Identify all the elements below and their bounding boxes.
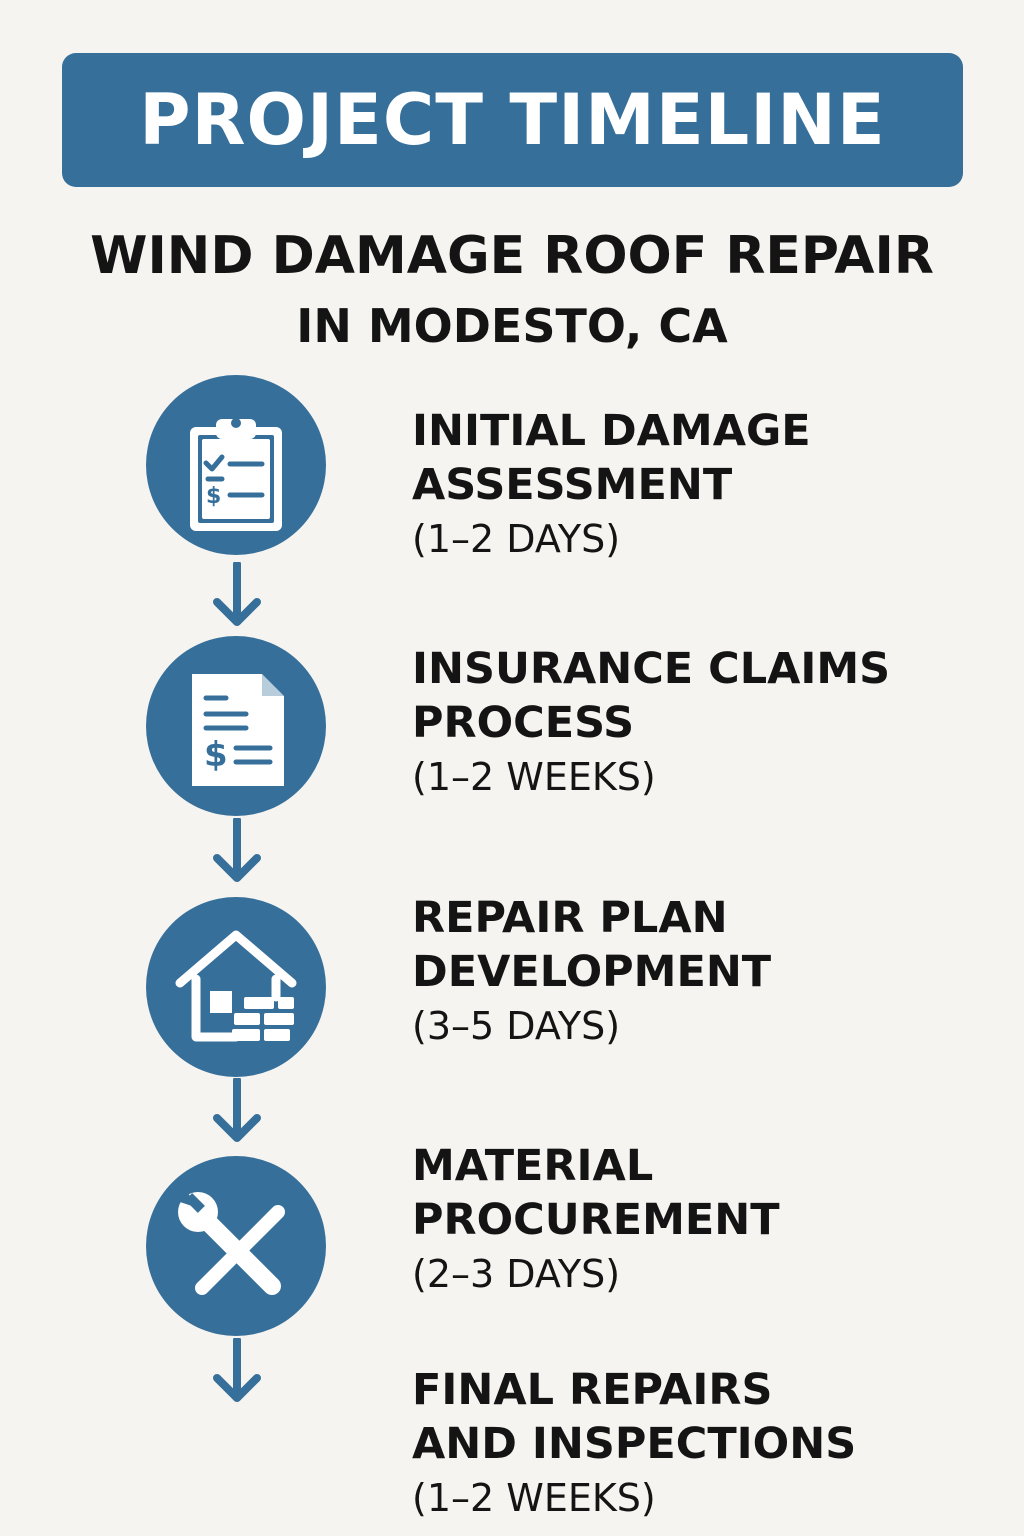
step-3-icon-circle: [146, 897, 326, 1077]
svg-text:$: $: [204, 735, 228, 775]
step-1-title-line-1: INITIAL DAMAGE: [412, 406, 811, 456]
step-4-icon-circle: [146, 1156, 326, 1336]
step-1-title-line-2: ASSESSMENT: [412, 460, 733, 510]
step-5-title-line-1: FINAL REPAIRS: [412, 1365, 773, 1415]
step-3-title-line-1: REPAIR PLAN: [412, 893, 728, 943]
subtitle-line-2: IN MODESTO, CA: [296, 299, 728, 353]
step-4: MATERIAL PROCUREMENT (2–3 DAYS): [412, 1139, 1012, 1301]
step-5-title-line-2: AND INSPECTIONS: [412, 1419, 857, 1469]
subtitle-line-1: WIND DAMAGE ROOF REPAIR: [90, 226, 934, 286]
step-2: INSURANCE CLAIMS PROCESS (1–2 WEEKS): [412, 642, 1012, 804]
page-title: PROJECT TIMELINE: [139, 79, 886, 161]
step-2-duration: (1–2 WEEKS): [412, 755, 656, 799]
step-3: REPAIR PLAN DEVELOPMENT (3–5 DAYS): [412, 891, 1012, 1053]
svg-text:$: $: [206, 484, 221, 509]
step-3-title-line-2: DEVELOPMENT: [412, 947, 772, 997]
document-dollar-icon: $: [192, 674, 284, 786]
arrow-down-icon: [213, 818, 261, 882]
step-1: INITIAL DAMAGE ASSESSMENT (1–2 DAYS): [412, 404, 1012, 566]
step-1-duration: (1–2 DAYS): [412, 517, 621, 561]
title-banner: PROJECT TIMELINE: [62, 53, 963, 187]
clipboard-checklist-icon: $: [190, 418, 282, 531]
step-5-duration: (1–2 WEEKS): [412, 1476, 656, 1520]
step-3-duration: (3–5 DAYS): [412, 1004, 621, 1048]
step-2-title-line-1: INSURANCE CLAIMS: [412, 644, 891, 694]
step-4-title-line-1: MATERIAL: [412, 1141, 654, 1191]
step-1-icon-circle: $: [146, 375, 326, 555]
arrow-down-icon: [213, 1078, 261, 1142]
step-2-title-line-2: PROCESS: [412, 698, 635, 748]
arrow-down-icon: [213, 1338, 261, 1402]
step-5: FINAL REPAIRS AND INSPECTIONS (1–2 WEEKS…: [412, 1363, 1012, 1525]
house-bricks-icon: [175, 930, 297, 1042]
wrench-screwdriver-icon: [178, 1190, 285, 1295]
step-4-duration: (2–3 DAYS): [412, 1252, 621, 1296]
arrow-down-icon: [213, 562, 261, 626]
step-2-icon-circle: $: [146, 636, 326, 816]
step-4-title-line-2: PROCUREMENT: [412, 1195, 780, 1245]
